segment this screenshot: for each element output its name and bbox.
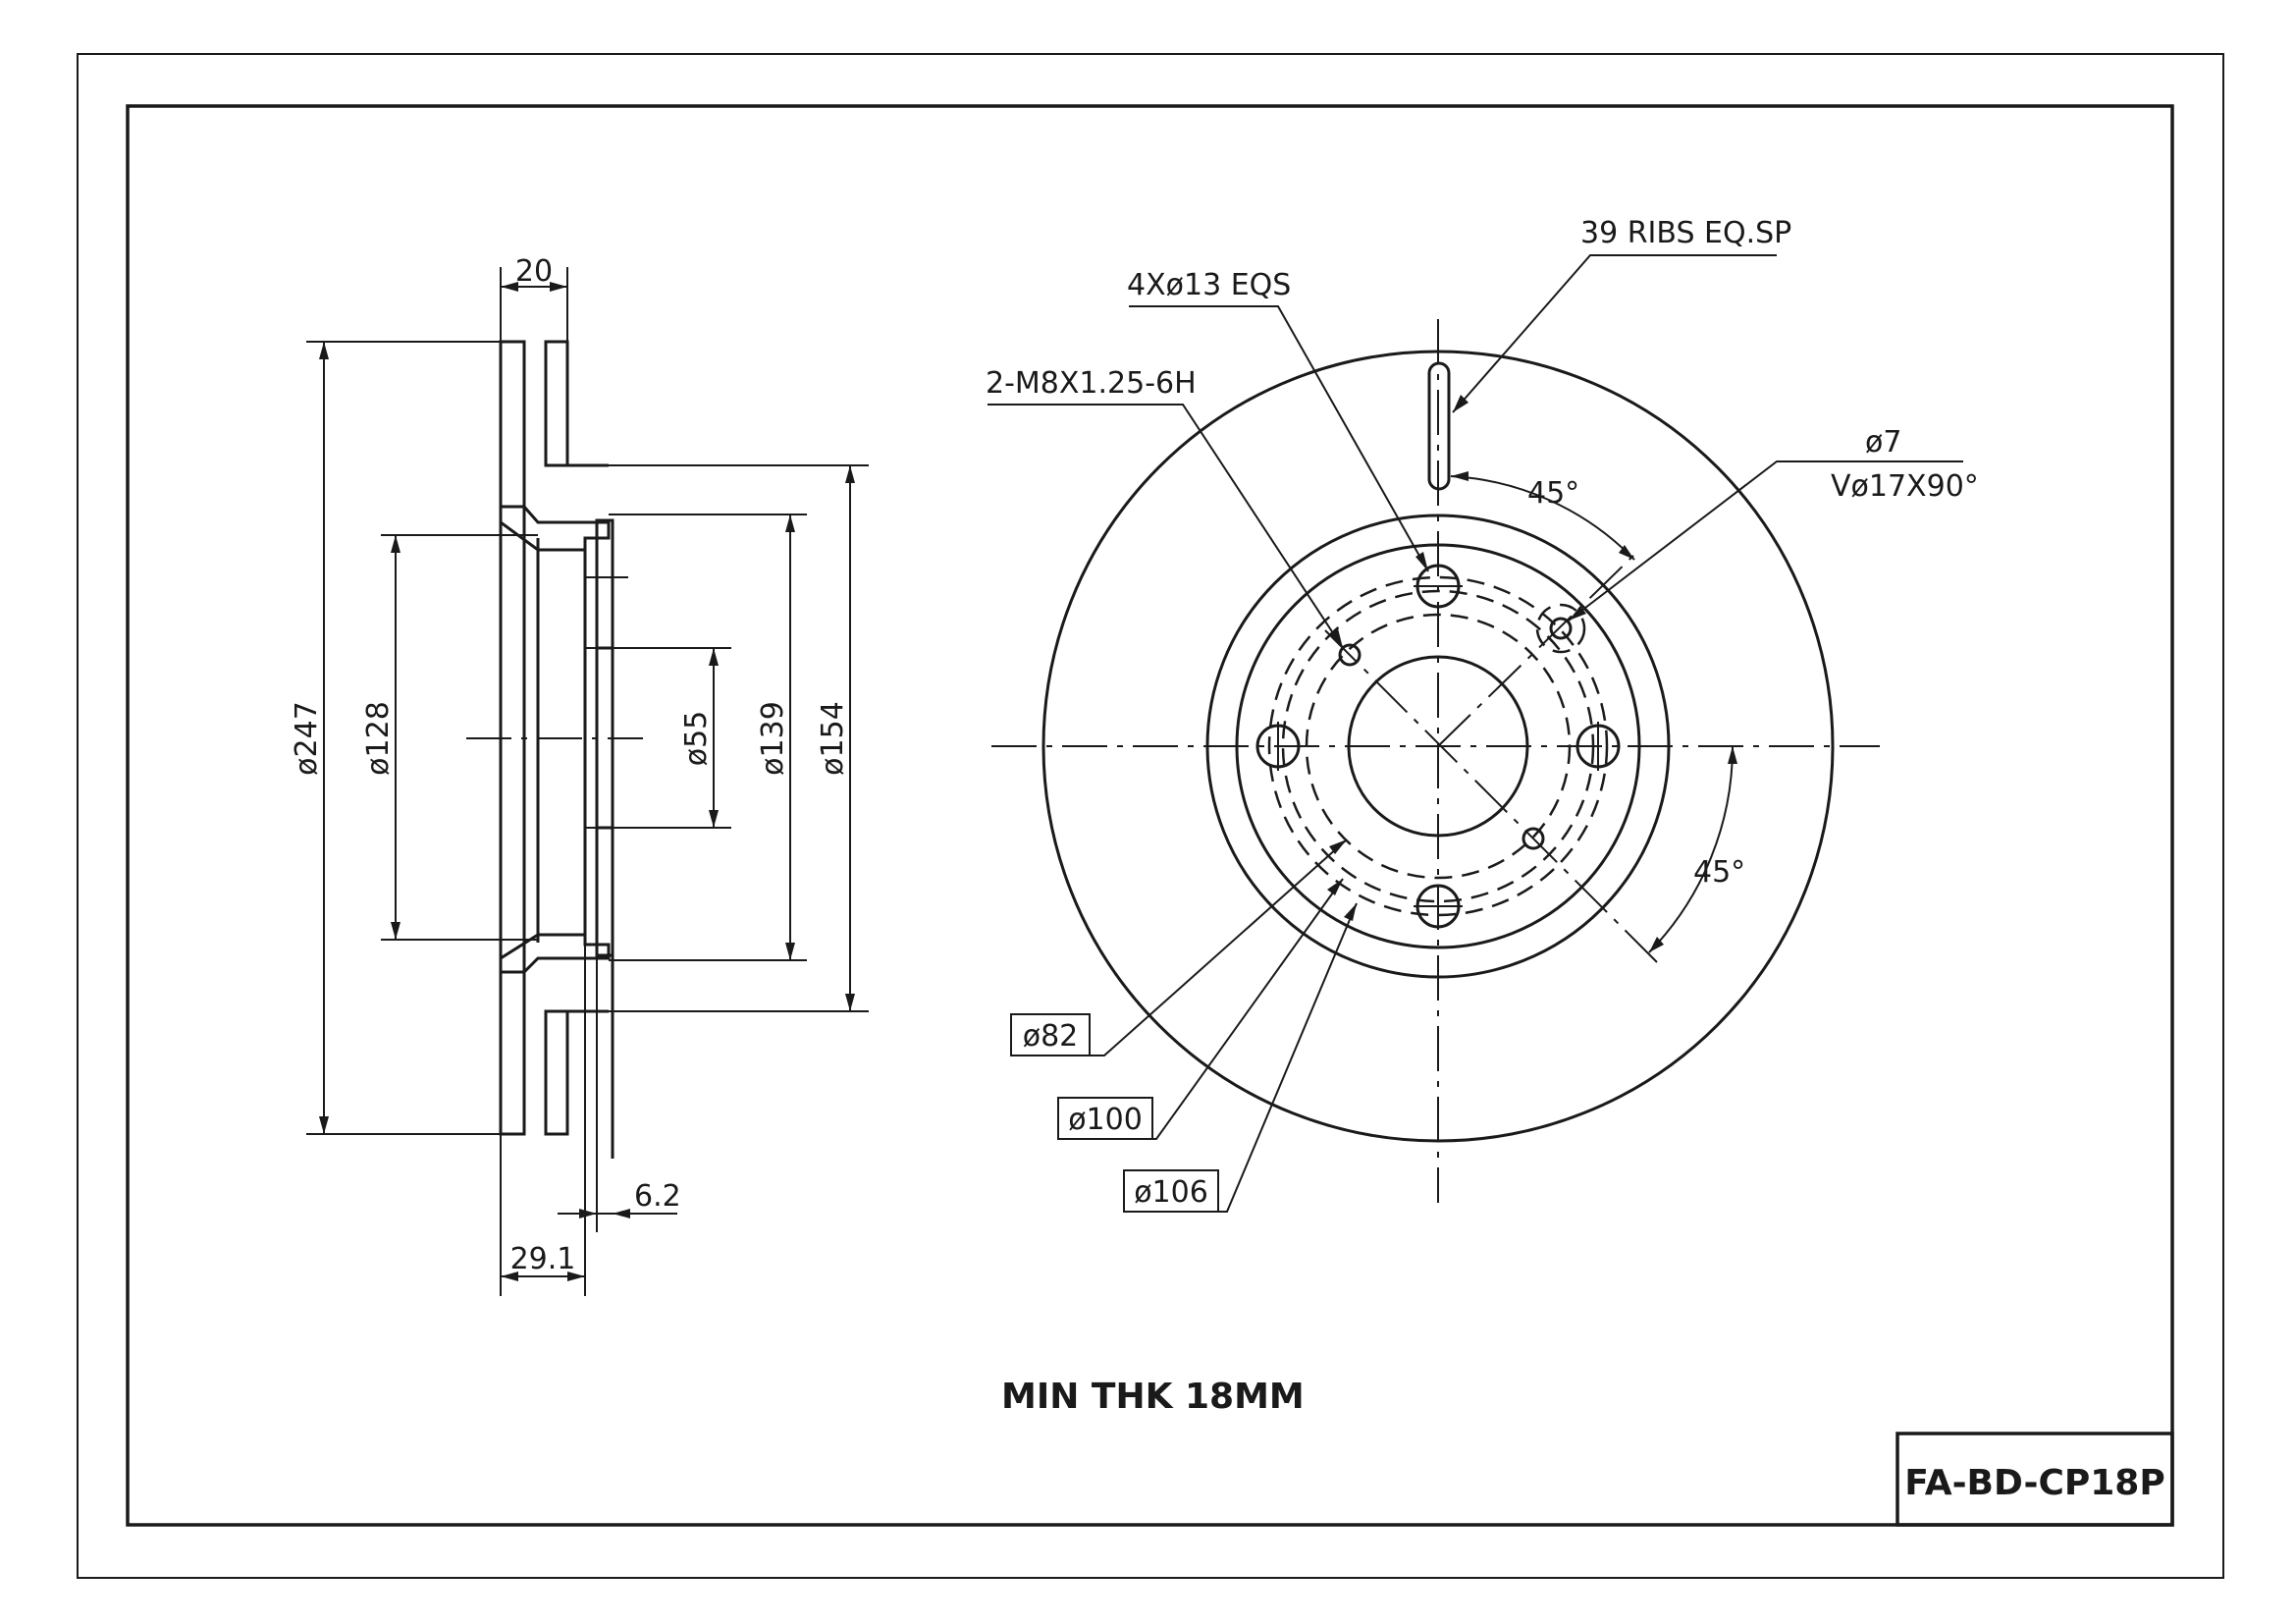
dim-thickness: 20 [515, 254, 553, 289]
angle-top: 45° [1527, 476, 1579, 511]
d7-countersink [1535, 603, 1586, 654]
title-block [1896, 1432, 2174, 1527]
flange-inner-bottom [499, 970, 526, 1136]
thread-hole-upper-left [1338, 643, 1362, 667]
label-d82: ø82 [1023, 1019, 1079, 1054]
label-d106: ø106 [1134, 1175, 1208, 1210]
inner-frame [126, 104, 2174, 1527]
flange-outer-top [544, 340, 569, 467]
hat-edge [1235, 543, 1641, 949]
box-d100 [1057, 1097, 1153, 1140]
dim-d247: ø247 [290, 701, 324, 776]
side-view: 20 ø247 ø128 ø55 ø139 ø154 [290, 254, 869, 1296]
flange-inner-top [499, 340, 526, 509]
dim-6-2: 6.2 [634, 1179, 681, 1214]
dim-d154: ø154 [816, 701, 850, 776]
thread-hole-lower-right [1522, 827, 1545, 850]
centre-bore [1347, 655, 1529, 838]
dim-d139: ø139 [756, 701, 790, 776]
angle-right: 45° [1693, 855, 1745, 890]
outer-frame [77, 53, 2224, 1579]
label-thread: 2-M8X1.25-6H [986, 366, 1197, 401]
label-d7: ø7 [1865, 425, 1901, 460]
box-d82 [1010, 1013, 1091, 1056]
label-ribs: 39 RIBS EQ.SP [1580, 216, 1791, 250]
hub-face-bottom [595, 826, 614, 957]
pcd-d82 [1305, 613, 1572, 880]
dim-29-1: 29.1 [510, 1242, 576, 1276]
part-number: FA-BD-CP18P [1904, 1463, 2164, 1503]
hat-top [499, 505, 611, 552]
min-thickness-note: MIN THK 18MM [1001, 1377, 1305, 1417]
label-holes: 4Xø13 EQS [1127, 268, 1291, 302]
front-view: 45° 45° 39 RIBS EQ.SP 4Xø13 EQS 2-M8X1.2… [986, 216, 1979, 1213]
braking-inner-edge [1205, 514, 1671, 979]
pcd-d100 [1281, 589, 1595, 903]
pcd-d106 [1267, 575, 1609, 917]
dim-d128: ø128 [361, 701, 396, 776]
dim-d55: ø55 [679, 711, 714, 767]
outer-disc-edge [1041, 350, 1835, 1143]
rib-slot [1427, 361, 1451, 491]
label-d100: ø100 [1068, 1103, 1143, 1137]
label-v: Vø17X90° [1831, 469, 1979, 504]
box-d106 [1123, 1169, 1219, 1213]
d7-hole [1549, 617, 1573, 640]
flange-outer-bottom [544, 1009, 569, 1136]
